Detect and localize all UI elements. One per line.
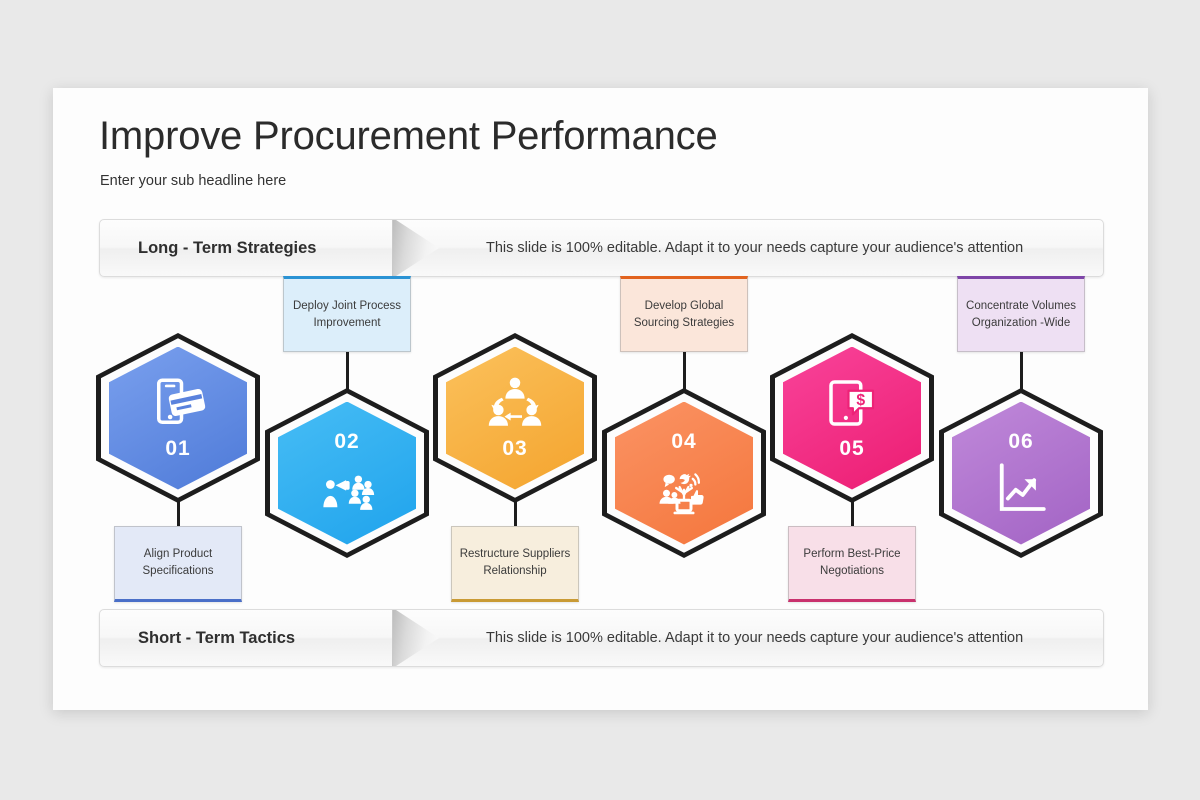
hexagon-content: 01 (96, 333, 260, 503)
hexagon-step-02[interactable]: 02 (265, 388, 429, 558)
step-label-box-01[interactable]: Align Product Specifications (114, 526, 242, 602)
banner-divider (392, 610, 393, 666)
step-label-box-03[interactable]: Restructure Suppliers Relationship (451, 526, 579, 602)
step-number: 03 (502, 437, 528, 460)
step-number: 06 (1008, 430, 1034, 453)
step-label-box-04[interactable]: Develop Global Sourcing Strategies (620, 276, 748, 352)
hexagon-step-05[interactable]: $05 (770, 333, 934, 503)
svg-text:$: $ (856, 392, 865, 409)
connector-line (176, 497, 180, 526)
step-label-text: Align Product Specifications (142, 548, 214, 577)
banner-divider (392, 220, 393, 276)
step-number: 02 (334, 430, 360, 453)
hexagon-color-fill (109, 346, 247, 490)
hexagon-step-06[interactable]: 06 (939, 388, 1103, 558)
connector-line (513, 497, 517, 526)
connector-line (850, 497, 854, 526)
banner-label: Short - Term Tactics (138, 629, 296, 647)
hexagon-step-01[interactable]: 01 (96, 333, 260, 503)
social-media-icon (656, 460, 712, 516)
tablet-price-icon: $ (824, 375, 880, 431)
hexagon-color-fill (446, 346, 584, 490)
banner-long-term-strategies[interactable]: Long - Term Strategies This slide is 100… (99, 219, 1104, 277)
growth-chart-icon (993, 460, 1049, 516)
hexagon-content: 06 (939, 388, 1103, 558)
step-number: 04 (671, 430, 697, 453)
hexagon-content: 03 (433, 333, 597, 503)
connector-line (682, 352, 686, 394)
step-label-box-02[interactable]: Deploy Joint Process Improvement (283, 276, 411, 352)
hexagon-step-03[interactable]: 03 (433, 333, 597, 503)
connector-line (345, 352, 349, 394)
page-title: Improve Procurement Performance (99, 114, 718, 158)
hexagon-content: 04 (602, 388, 766, 558)
announcement-team-icon (319, 460, 375, 516)
banner-description: This slide is 100% editable. Adapt it to… (486, 630, 1024, 646)
mobile-payment-icon (150, 375, 206, 431)
hexagon-color-fill (783, 346, 921, 490)
step-label-text: Restructure Suppliers Relationship (459, 548, 571, 577)
banner-description: This slide is 100% editable. Adapt it to… (486, 240, 1024, 256)
step-label-box-05[interactable]: Perform Best-Price Negotiations (788, 526, 916, 602)
slide-canvas: Improve Procurement Performance Enter yo… (53, 88, 1148, 710)
step-label-text: Develop Global Sourcing Strategies (633, 300, 735, 329)
collaboration-icon (487, 375, 543, 431)
hexagon-content: 02 (265, 388, 429, 558)
hexagon-step-04[interactable]: 04 (602, 388, 766, 558)
step-label-box-06[interactable]: Concentrate Volumes Organization -Wide (957, 276, 1085, 352)
hexagon-content: $05 (770, 333, 934, 503)
step-label-text: Concentrate Volumes Organization -Wide (966, 300, 1076, 329)
step-label-text: Perform Best-Price Negotiations (803, 548, 901, 577)
banner-arrow-icon (393, 610, 439, 666)
page-subtitle: Enter your sub headline here (100, 173, 287, 189)
connector-line (1019, 352, 1023, 394)
banner-short-term-tactics[interactable]: Short - Term Tactics This slide is 100% … (99, 609, 1104, 667)
step-number: 05 (839, 437, 865, 460)
step-number: 01 (165, 437, 191, 460)
banner-arrow-icon (393, 220, 439, 276)
banner-label: Long - Term Strategies (138, 239, 317, 257)
step-label-text: Deploy Joint Process Improvement (292, 300, 402, 329)
